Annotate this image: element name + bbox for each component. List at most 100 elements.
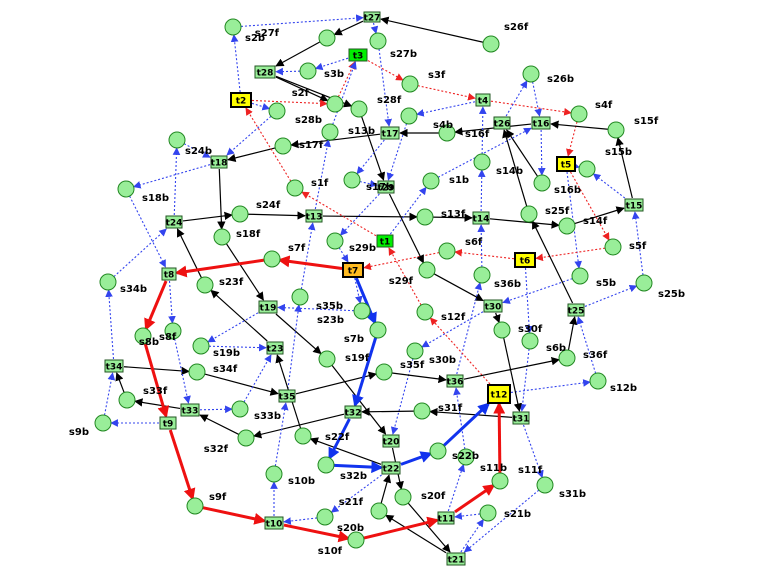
transition-node-t28[interactable]	[254, 65, 276, 79]
state-node-s5f[interactable]	[604, 238, 622, 256]
transition-node-t16[interactable]	[531, 116, 551, 130]
state-node-s31f[interactable]	[413, 402, 431, 420]
state-node-s17b[interactable]	[343, 171, 361, 189]
state-node-s13f[interactable]	[416, 208, 434, 226]
state-node-s22f[interactable]	[294, 427, 312, 445]
state-node-s35b[interactable]	[291, 288, 309, 306]
state-node-s28b[interactable]	[268, 102, 286, 120]
transition-node-t34[interactable]	[104, 359, 124, 373]
transition-node-t29[interactable]	[377, 180, 395, 194]
state-node-s21f[interactable]	[370, 502, 388, 520]
transition-node-t5[interactable]	[556, 156, 576, 172]
state-node-s8f[interactable]	[134, 327, 152, 345]
state-node-s31b[interactable]	[536, 476, 554, 494]
state-node-s36b[interactable]	[473, 266, 491, 284]
state-node-s30b[interactable]	[406, 342, 424, 360]
state-node-s30f[interactable]	[493, 321, 511, 339]
state-node-s29f[interactable]	[418, 261, 436, 279]
state-node-s11b[interactable]	[457, 448, 475, 466]
state-node-s1f[interactable]	[286, 179, 304, 197]
state-node-s15b[interactable]	[578, 160, 596, 178]
transition-node-t30[interactable]	[483, 299, 503, 313]
state-node-s23f[interactable]	[196, 276, 214, 294]
state-node-s12b[interactable]	[589, 372, 607, 390]
state-node-s34b[interactable]	[99, 273, 117, 291]
state-node-s9b[interactable]	[94, 414, 112, 432]
transition-node-t23[interactable]	[266, 341, 284, 355]
transition-node-t25[interactable]	[567, 303, 585, 317]
transition-node-t36[interactable]	[446, 374, 464, 388]
state-node-s12f[interactable]	[416, 303, 434, 321]
state-node-s27f[interactable]	[318, 29, 336, 47]
state-node-s7f[interactable]	[263, 250, 281, 268]
state-node-s13b[interactable]	[321, 123, 339, 141]
transition-node-t31[interactable]	[512, 411, 530, 425]
state-node-s36f[interactable]	[558, 349, 576, 367]
transition-node-t11[interactable]	[437, 511, 455, 525]
transition-node-t1[interactable]	[376, 234, 394, 248]
state-node-s22b[interactable]	[429, 442, 447, 460]
state-node-s10b[interactable]	[265, 465, 283, 483]
state-node-s15f[interactable]	[607, 121, 625, 139]
state-node-s23b[interactable]	[353, 302, 371, 320]
state-node-s11f[interactable]	[491, 472, 509, 490]
state-node-s32f[interactable]	[237, 429, 255, 447]
transition-node-t18[interactable]	[210, 155, 228, 169]
transition-node-t27[interactable]	[363, 11, 381, 23]
state-node-s17f[interactable]	[274, 137, 292, 155]
transition-node-t24[interactable]	[165, 215, 183, 229]
state-node-s35f[interactable]	[375, 363, 393, 381]
state-node-s3f[interactable]	[401, 75, 419, 93]
state-node-s6f[interactable]	[438, 242, 456, 260]
state-node-s7b[interactable]	[369, 321, 387, 339]
state-node-s33f[interactable]	[118, 391, 136, 409]
transition-node-t35[interactable]	[278, 389, 296, 403]
state-node-s14b[interactable]	[473, 153, 491, 171]
state-node-s6b[interactable]	[521, 332, 539, 350]
transition-node-t17[interactable]	[380, 126, 400, 140]
transition-node-t4[interactable]	[475, 93, 491, 107]
state-node-s25f[interactable]	[520, 205, 538, 223]
state-node-s18b[interactable]	[117, 180, 135, 198]
state-node-s26f[interactable]	[482, 35, 500, 53]
state-node-s19b[interactable]	[192, 337, 210, 355]
state-node-s14f[interactable]	[558, 217, 576, 235]
state-node-s21b[interactable]	[479, 504, 497, 522]
state-node-s9f[interactable]	[186, 497, 204, 515]
state-node-s16f[interactable]	[438, 124, 456, 142]
state-node-s32b[interactable]	[317, 456, 335, 474]
state-node-s18f[interactable]	[213, 228, 231, 246]
state-node-s16b[interactable]	[533, 174, 551, 192]
transition-node-t14[interactable]	[472, 211, 490, 225]
state-node-s10f[interactable]	[347, 531, 365, 549]
state-node-s5b[interactable]	[571, 267, 589, 285]
transition-node-t26[interactable]	[493, 116, 511, 130]
transition-node-t6[interactable]	[514, 252, 536, 268]
state-node-s24b[interactable]	[168, 131, 186, 149]
state-node-s26b[interactable]	[522, 65, 540, 83]
transition-node-t8[interactable]	[161, 267, 177, 281]
transition-node-t9[interactable]	[159, 416, 177, 430]
transition-node-t21[interactable]	[446, 552, 466, 566]
state-node-s28f[interactable]	[350, 100, 368, 118]
transition-node-t15[interactable]	[624, 198, 644, 212]
state-node-s4b[interactable]	[400, 107, 418, 125]
transition-node-t19[interactable]	[258, 300, 278, 314]
transition-node-t13[interactable]	[305, 209, 323, 223]
state-node-s20b[interactable]	[316, 508, 334, 526]
state-node-s2f[interactable]	[326, 95, 344, 113]
state-node-s3b[interactable]	[299, 62, 317, 80]
state-node-s19f[interactable]	[318, 350, 336, 368]
transition-node-t22[interactable]	[381, 461, 401, 475]
transition-node-t2[interactable]	[230, 92, 252, 108]
state-node-s8b[interactable]	[164, 322, 182, 340]
state-node-s29b[interactable]	[326, 232, 344, 250]
state-node-s1b[interactable]	[422, 172, 440, 190]
transition-node-t20[interactable]	[382, 434, 400, 448]
state-node-s34f[interactable]	[188, 363, 206, 381]
transition-node-t33[interactable]	[180, 403, 200, 417]
transition-node-t10[interactable]	[264, 516, 284, 530]
transition-node-t3[interactable]	[348, 48, 368, 62]
state-node-s33b[interactable]	[231, 400, 249, 418]
transition-node-t7[interactable]	[342, 262, 364, 278]
